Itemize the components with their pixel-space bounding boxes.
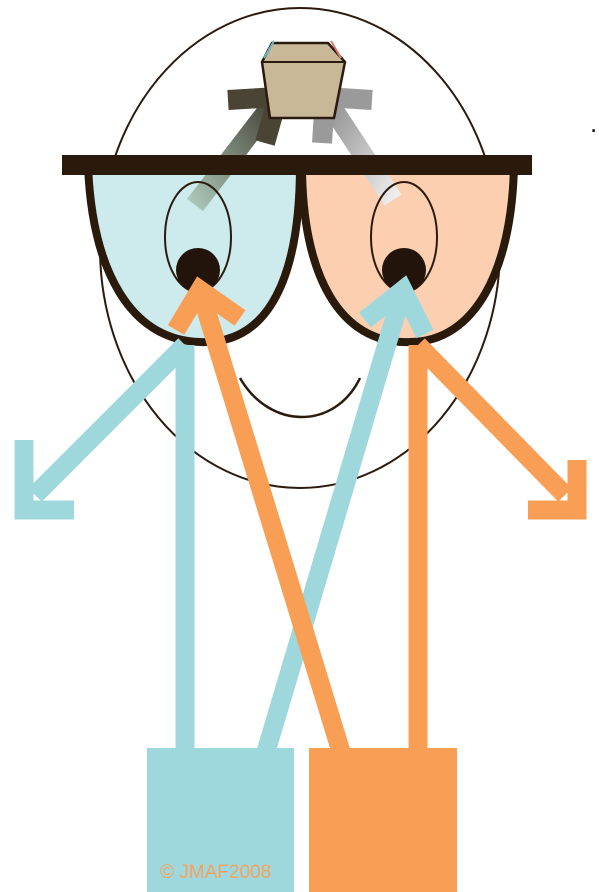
edge-glyph-right-top: .	[590, 110, 597, 136]
glasses-frame	[62, 155, 532, 175]
edge-glyph-left-middle: .	[0, 480, 1, 506]
orange-projector	[309, 748, 457, 892]
top-object-box	[262, 41, 345, 118]
mouth	[240, 378, 360, 417]
copyright-credit: © JMAF2008	[160, 862, 271, 884]
edge-glyph-left-lower: .	[0, 560, 1, 586]
